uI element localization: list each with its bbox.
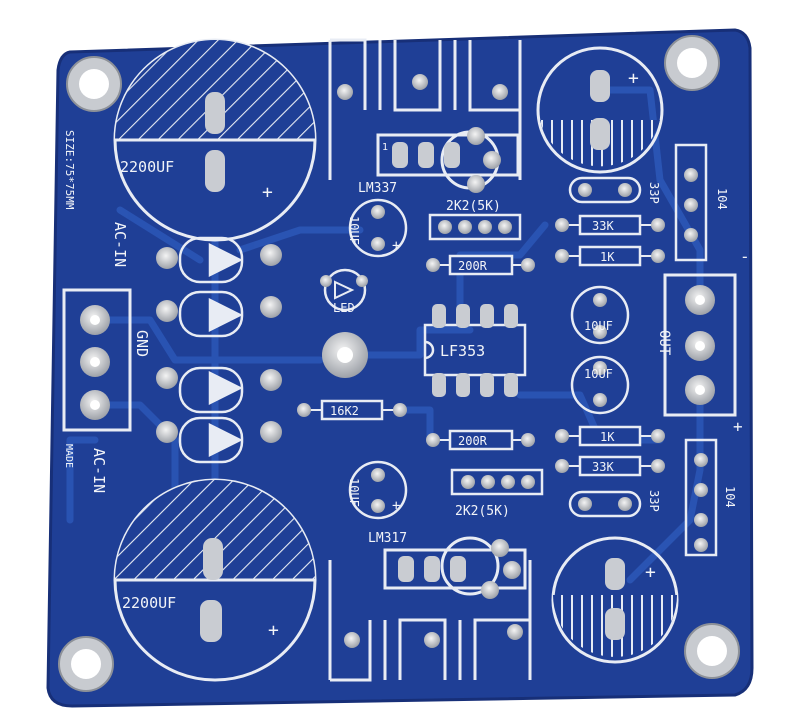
capacitor-10uf-top: 10UF + — [347, 198, 408, 258]
capacitor-2200uf-top: 2200UF + — [113, 38, 317, 242]
out-minus-label: - — [740, 247, 750, 266]
out-plus-label: + — [733, 417, 743, 436]
lm337-pads — [337, 74, 508, 193]
lm337-label: LM337 — [358, 181, 397, 196]
svg-text:104: 104 — [715, 188, 729, 210]
capacitor-10uf-bottom: 10UF + — [347, 460, 408, 520]
size-label: SIZE:75*75MM — [63, 130, 76, 210]
svg-text:+: + — [262, 182, 273, 203]
resistor-33k-bottom: 33K — [555, 455, 665, 477]
ac-in-connector — [62, 288, 132, 432]
mount-hole-br — [684, 623, 740, 679]
lm317-pads — [344, 539, 523, 648]
gnd-label: GND — [133, 330, 151, 357]
capacitor-10uf-right-bottom: 10UF — [570, 355, 630, 415]
svg-text:+: + — [268, 620, 279, 641]
svg-text:10UF: 10UF — [584, 319, 613, 333]
capacitor-33p-bottom: 33P — [568, 490, 661, 518]
lm337-heatsink — [328, 38, 522, 190]
capacitor-104-bottom: 104 — [684, 438, 737, 557]
svg-text:10UF: 10UF — [347, 216, 361, 245]
ac-in-label-bottom: AC-IN — [90, 448, 108, 493]
mount-hole-tr — [664, 35, 720, 91]
resistor-33k-top: 33K — [555, 214, 665, 236]
cap-label: 2200UF — [122, 594, 176, 612]
svg-text:16K2: 16K2 — [330, 404, 359, 418]
ac-in-label-top: AC-IN — [111, 222, 129, 267]
svg-text:33P: 33P — [647, 490, 661, 512]
svg-text:+: + — [392, 498, 400, 514]
resistor-16k2: 16K2 — [297, 399, 407, 421]
svg-text:LF353: LF353 — [440, 342, 485, 360]
svg-text:10UF: 10UF — [347, 478, 361, 507]
ground-pad — [322, 332, 368, 378]
svg-text:104: 104 — [723, 486, 737, 508]
op-amp-lf353: LF353 — [423, 304, 527, 397]
svg-text:200R: 200R — [458, 259, 488, 273]
diode-bridge — [178, 236, 244, 464]
svg-text:1K: 1K — [600, 250, 615, 264]
resistor-1k-bottom: 1K — [555, 425, 665, 447]
resistor-200r-bottom: 200R — [426, 429, 535, 451]
lm317-label: LM317 — [368, 531, 407, 546]
svg-text:33K: 33K — [592, 460, 614, 474]
svg-text:33K: 33K — [592, 219, 614, 233]
made-label: MADE — [63, 444, 74, 468]
svg-text:200R: 200R — [458, 434, 488, 448]
svg-text:33P: 33P — [647, 182, 661, 204]
capacitor-2200uf-bottom: 2200UF + — [113, 478, 317, 682]
mount-hole-bl — [58, 636, 114, 692]
cap-label: 2200UF — [120, 158, 174, 176]
copper-traces — [66, 86, 704, 584]
svg-text:+: + — [628, 68, 639, 89]
svg-text:+: + — [392, 238, 400, 254]
svg-text:2K2(5K): 2K2(5K) — [455, 504, 510, 519]
svg-text:+: + — [645, 562, 656, 583]
svg-text:1K: 1K — [600, 430, 615, 444]
out-connector — [663, 273, 737, 417]
capacitor-right-bottom: + — [551, 536, 679, 664]
capacitor-10uf-right-top: 10UF — [570, 285, 630, 345]
pin1-label-top: 1 — [382, 142, 388, 153]
capacitor-104-top: 104 — [674, 143, 729, 262]
capacitor-right-top: + — [536, 46, 664, 174]
potentiometer-bottom: 2K2(5K) — [450, 468, 544, 519]
diode-pads — [156, 244, 282, 443]
lm317-heatsink — [328, 536, 532, 682]
svg-text:LED: LED — [333, 301, 355, 315]
resistor-1k-top: 1K — [555, 245, 665, 267]
capacitor-33p-top: 33P — [568, 176, 661, 204]
led: LED — [320, 268, 368, 315]
out-label: OUT — [656, 330, 672, 356]
svg-text:2K2(5K): 2K2(5K) — [446, 199, 501, 214]
svg-text:10UF: 10UF — [584, 367, 613, 381]
potentiometer-top: 2K2(5K) — [428, 199, 522, 241]
mount-hole-tl — [66, 56, 122, 112]
resistor-200r-top: 200R — [426, 254, 535, 276]
